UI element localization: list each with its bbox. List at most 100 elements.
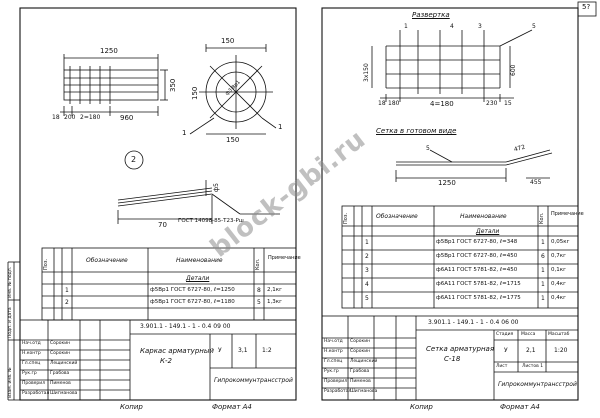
spec-row-qty: 5 bbox=[257, 299, 261, 306]
spec-row-qty: 1 bbox=[541, 295, 545, 302]
role-label: Рук.гр bbox=[22, 371, 37, 376]
signer-name: Грабова bbox=[50, 371, 70, 376]
title-block-lines bbox=[19, 319, 297, 401]
dev-right-dim: 230 bbox=[486, 100, 498, 107]
sheets-header: Листов 1 bbox=[522, 364, 544, 369]
plan-offset-dim: 18 bbox=[52, 114, 60, 121]
spec-table-lines bbox=[41, 247, 297, 321]
spec-col-name: Наименование bbox=[460, 213, 507, 220]
footer-copy: Копир bbox=[410, 403, 433, 411]
signer-name: Сорокин bbox=[350, 339, 371, 344]
right-drawing-sheet: 5? Развертка 1 4 3 5 4=180 18 180 230 15… bbox=[300, 0, 600, 418]
spec-col-qty: Кол. bbox=[255, 258, 261, 270]
scale-header: Масштаб bbox=[548, 332, 570, 337]
plan-left-dim: 200 bbox=[64, 114, 76, 121]
spec-row-name: ф6А11 ГОСТ 5781-82, ℓ=450 bbox=[436, 267, 518, 273]
left-sheet-linework bbox=[7, 7, 297, 401]
cage-plan bbox=[60, 54, 168, 116]
spec-row-pos: 1 bbox=[365, 239, 369, 246]
spec-row-pos: 4 bbox=[365, 281, 369, 288]
spec-col-designation: Обозначение bbox=[376, 213, 418, 220]
dev-left2-dim: 180 bbox=[388, 100, 400, 107]
sidebar-label: Подп. и дата bbox=[8, 307, 13, 338]
spec-col-note: Примечание bbox=[551, 211, 584, 217]
spec-row-name: ф5Вр1 ГОСТ 6727-80, ℓ=348 bbox=[436, 239, 518, 245]
spec-row-note: 0,4кг bbox=[551, 295, 566, 301]
signer-name: Пименов bbox=[50, 381, 71, 386]
role-label: Проверил bbox=[22, 381, 46, 386]
signer-name: Лещинский bbox=[50, 361, 78, 366]
footer-format: Формат А4 bbox=[500, 403, 540, 411]
spec-row-note: 1,3кг bbox=[267, 299, 282, 305]
stage-value: У bbox=[504, 347, 508, 354]
spec-table-lines bbox=[341, 205, 579, 309]
signer-name: Сорокин bbox=[50, 341, 71, 346]
signer-name: Сорокин bbox=[50, 351, 71, 356]
drawing-subtitle: К-2 bbox=[160, 357, 172, 365]
signer-name: Сорокин bbox=[350, 349, 371, 354]
spec-row-name: ф5Вр1 ГОСТ 6727-80, ℓ=1180 bbox=[150, 299, 235, 305]
bar-detail bbox=[117, 180, 280, 224]
signer-name: Шигманова bbox=[350, 389, 378, 394]
role-label: Гл.спец bbox=[22, 361, 41, 366]
signer-name: Грабова bbox=[350, 369, 370, 374]
scale-value: 1:20 bbox=[554, 347, 568, 354]
standard-ref: ГОСТ 14098-85-Т23-Рш bbox=[178, 218, 244, 224]
role-label: Проверил bbox=[324, 379, 348, 384]
stage-header: Стадия bbox=[496, 332, 514, 337]
drawing-title: Сетка арматурная bbox=[426, 345, 495, 353]
plan-mid-dim: 2=180 bbox=[80, 114, 101, 121]
footer-copy: Копир bbox=[120, 403, 143, 411]
spec-row-note: 0,1кг bbox=[551, 267, 566, 273]
spec-row-note: 2,1кг bbox=[267, 287, 282, 293]
role-label: Рук.гр bbox=[324, 369, 339, 374]
dev-marker: 4 bbox=[450, 23, 454, 30]
dev-marker: 5 bbox=[532, 23, 536, 30]
mass-value: 3,1 bbox=[238, 347, 248, 354]
section-marker-label-2: 1 bbox=[182, 129, 187, 137]
role-label: Разработал bbox=[324, 389, 352, 394]
dev-right2-dim: 15 bbox=[504, 100, 512, 107]
plan-right-dim: 960 bbox=[120, 114, 134, 122]
spec-row-qty: 8 bbox=[257, 287, 261, 294]
dev-left-height-dim: 3x150 bbox=[363, 63, 370, 82]
spec-row-qty: 1 bbox=[541, 239, 545, 246]
sheet-header: Лист bbox=[496, 364, 508, 369]
footer-format: Формат А4 bbox=[212, 403, 252, 411]
section-marker-label: 1 bbox=[278, 123, 283, 131]
spec-row-pos: 5 bbox=[365, 295, 369, 302]
role-label: Нач.отд bbox=[22, 341, 41, 346]
sidebar-label: Взам. инв. № bbox=[8, 367, 13, 398]
title-block-lines bbox=[321, 315, 579, 401]
organization: Гипрокоммунтрансстрой bbox=[498, 381, 577, 388]
spec-row-name: ф6А11 ГОСТ 5781-82, ℓ=1715 bbox=[436, 281, 521, 287]
dev-marker: 3 bbox=[478, 23, 482, 30]
role-label: Н.контр bbox=[324, 349, 343, 354]
dev-left-dim: 18 bbox=[378, 100, 386, 107]
dev-marker: 1 bbox=[404, 23, 408, 30]
spec-row-pos: 2 bbox=[365, 253, 369, 260]
signer-name: Лещинский bbox=[350, 359, 378, 364]
spec-row-qty: 1 bbox=[541, 281, 545, 288]
organization: Гипрокоммунтрансстрой bbox=[214, 377, 293, 384]
right-sheet-linework bbox=[321, 1, 597, 401]
doc-code: 3.901.1 - 149.1 - 1 - 0.4 06 00 bbox=[428, 319, 519, 326]
spec-col-designation: Обозначение bbox=[86, 257, 128, 264]
mass-header: Масса bbox=[521, 332, 536, 337]
spec-section-title: Детали bbox=[186, 275, 210, 282]
role-label: Н.контр bbox=[22, 351, 41, 356]
spec-row-qty: 1 bbox=[541, 267, 545, 274]
spec-col-qty: Кол. bbox=[539, 212, 545, 224]
cage-section bbox=[189, 44, 277, 135]
page-number: 5? bbox=[582, 3, 591, 11]
mass-value: 2,1 bbox=[526, 347, 536, 354]
spec-row-name: ф6А11 ГОСТ 5781-82, ℓ=1775 bbox=[436, 295, 521, 301]
signer-name: Пименов bbox=[350, 379, 371, 384]
stage-value: У bbox=[218, 347, 222, 354]
spec-row-note: 0,4кг bbox=[551, 281, 566, 287]
assembled-bend-dim: 455 bbox=[530, 179, 542, 186]
spec-row-pos: 1 bbox=[65, 287, 69, 294]
plan-width-dim: 1250 bbox=[100, 47, 118, 55]
plan-depth-dim: 350 bbox=[169, 78, 177, 92]
signer-name: Шигманова bbox=[50, 391, 78, 396]
